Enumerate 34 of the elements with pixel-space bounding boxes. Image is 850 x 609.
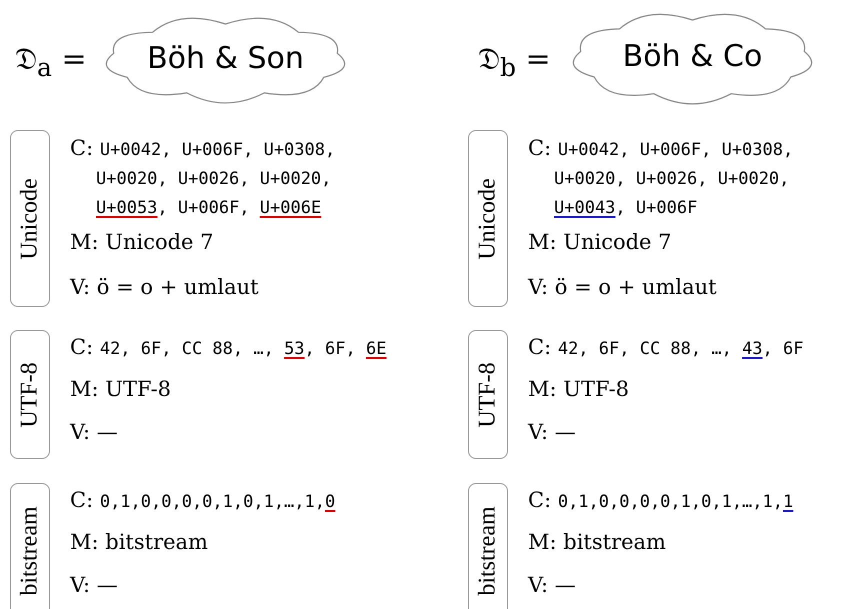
cloud-label: Böh & Co	[622, 38, 764, 74]
cloud-label: Böh & Son	[146, 40, 305, 76]
rounded-tab	[468, 130, 508, 307]
tab-label: Unicode	[16, 178, 44, 260]
code-line: C: U+0042, U+006F, U+0308, U+0020, U+0026, U+0020, U+0053, U+006F, U+006E	[70, 135, 336, 220]
model-line: M: UTF-8	[528, 377, 630, 401]
value-line: V: —	[70, 573, 118, 597]
code-line: C: 0,1,0,0,0,0,1,0,1,…,1,1	[528, 488, 794, 512]
value-line: V: —	[528, 573, 576, 597]
value-line: V: —	[528, 420, 576, 444]
model-line: M: Unicode 7	[528, 230, 672, 254]
rounded-tab	[10, 483, 50, 609]
tab-label: UTF-8	[474, 362, 502, 428]
code-line: C: 0,1,0,0,0,0,1,0,1,…,1,0	[70, 488, 336, 512]
model-line: M: UTF-8	[70, 377, 172, 401]
equation-label: 𝔇$_{a}$ =	[15, 42, 87, 82]
tab-label: bitstream	[474, 506, 502, 596]
tab-label: Unicode	[474, 178, 502, 260]
rounded-tab	[468, 330, 508, 459]
equation-label: 𝔇$_{b}$ =	[478, 42, 551, 82]
code-line: C: 42, 6F, CC 88, …, 53, 6F, 6E	[70, 335, 386, 359]
rounded-tab	[10, 330, 50, 459]
value-line: V: ö = o + umlaut	[528, 275, 717, 299]
code-line: C: 42, 6F, CC 88, …, 43, 6F	[528, 335, 804, 359]
model-line: M: bitstream	[70, 530, 208, 554]
rounded-tab	[468, 483, 508, 609]
value-line: V: —	[70, 420, 118, 444]
tab-label: bitstream	[16, 506, 44, 596]
model-line: M: Unicode 7	[70, 230, 214, 254]
model-line: M: bitstream	[528, 530, 666, 554]
rounded-tab	[10, 130, 50, 307]
code-line: C: U+0042, U+006F, U+0308, U+0020, U+0026, U+0020, U+0043, U+006F	[528, 135, 794, 220]
tab-label: UTF-8	[16, 362, 44, 428]
value-line: V: ö = o + umlaut	[70, 275, 259, 299]
